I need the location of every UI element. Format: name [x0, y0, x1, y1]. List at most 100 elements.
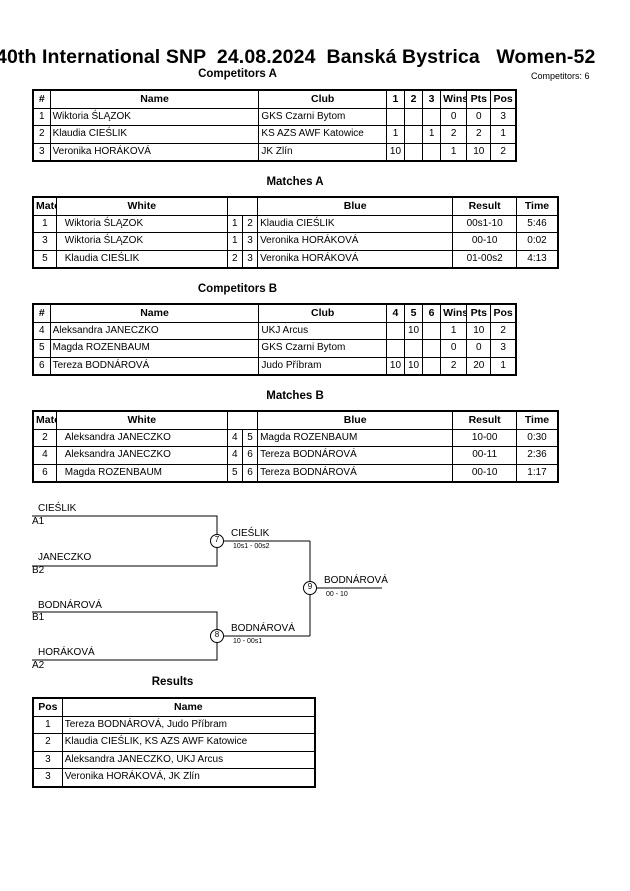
col-header: Blue	[257, 196, 454, 216]
matches-b-heading: Matches B	[266, 390, 324, 402]
bracket-source: A2	[32, 660, 45, 671]
col-header-spacer	[227, 410, 258, 430]
table-row: 6 Magda ROZENBAUM 5 6 Tereza BODNÁROVÁ 0…	[32, 463, 559, 483]
col-header: Result	[452, 196, 517, 216]
col-header: White	[55, 196, 228, 216]
table-row: 3 Veronika HORÁKOVÁ JK Zlín 10 1 10 2	[32, 142, 517, 162]
competitors-a-heading: Competitors A	[198, 68, 277, 80]
col-header: Time	[516, 410, 559, 430]
col-header: Name	[49, 89, 260, 109]
match-9-circle	[303, 581, 317, 595]
cell: Veronika HORÁKOVÁ	[49, 142, 260, 162]
cell: 2	[440, 356, 468, 376]
table-header-row: Pos Name	[32, 697, 316, 717]
col-header: Club	[258, 89, 387, 109]
match-7-circle	[210, 534, 224, 548]
competitors-a-table: # Name Club 1 2 3 Wins Pts Pos 1 Wiktori…	[32, 89, 517, 162]
col-header: White	[55, 410, 228, 430]
match-8-circle	[210, 629, 224, 643]
matches-a-heading: Matches A	[266, 176, 324, 188]
cell: 6	[241, 463, 259, 483]
cell: 6	[32, 463, 57, 483]
competitors-b-table: # Name Club 4 5 6 Wins Pts Pos 4 Aleksan…	[32, 303, 517, 376]
table-row: 1 Wiktoria ŚLĄZOK 1 2 Klaudia CIEŚLIK 00…	[32, 214, 559, 233]
bracket-winner: CIEŚLIK	[231, 528, 270, 539]
bracket-name: JANECZKO	[38, 552, 92, 563]
cell: 10	[466, 142, 492, 162]
matches-b-table: Match White Blue Result Time 2 Aleksandr…	[32, 410, 559, 483]
matches-a-table: Match White Blue Result Time 1 Wiktoria …	[32, 196, 559, 269]
results-table: Pos Name 1 Tereza BODNÁROVÁ, Judo Příbra…	[32, 697, 316, 788]
cell: 10	[385, 142, 406, 162]
cell: 2	[32, 125, 51, 144]
cell: Tereza BODNÁROVÁ	[257, 463, 454, 483]
cell: Klaudia CIEŚLIK, KS AZS AWF Katowice	[61, 733, 316, 752]
table-header-row: Match White Blue Result Time	[32, 196, 559, 216]
col-header: Match	[32, 196, 57, 216]
col-header: Name	[49, 303, 260, 323]
table-row: 2 Klaudia CIEŚLIK, KS AZS AWF Katowice	[32, 733, 316, 752]
col-header: Pos	[32, 697, 63, 717]
table-header-row: # Name Club 4 5 6 Wins Pts Pos	[32, 303, 517, 323]
col-header: Time	[516, 196, 559, 216]
col-header: #	[32, 89, 51, 109]
cell: Veronika HORÁKOVÁ, JK Zlín	[61, 768, 316, 787]
cell: 5	[32, 249, 57, 269]
col-header: Wins	[440, 89, 468, 109]
cell: 6	[32, 356, 51, 376]
col-header: Pos	[490, 89, 517, 109]
table-row: 1 Tereza BODNÁROVÁ, Judo Příbram	[32, 715, 316, 734]
col-header: Pos	[490, 303, 517, 323]
bracket-name: CIEŚLIK	[38, 503, 77, 514]
table-row: 6 Tereza BODNÁROVÁ Judo Příbram 10 10 2 …	[32, 356, 517, 376]
bracket-winner: BODNÁROVÁ	[231, 623, 295, 634]
cell: 2	[490, 142, 517, 162]
bracket-name: BODNÁROVÁ	[38, 600, 102, 611]
results-heading: Results	[151, 676, 194, 688]
col-header: Match	[32, 410, 57, 430]
cell: 3	[241, 249, 259, 269]
cell: 4:13	[516, 249, 559, 269]
bracket-source: B1	[32, 612, 45, 623]
cell: Magda ROZENBAUM	[55, 463, 228, 483]
table-header-row: # Name Club 1 2 3 Wins Pts Pos	[32, 89, 517, 109]
bracket-final-winner: BODNÁROVÁ	[324, 575, 388, 586]
cell: Aleksandra JANECZKO, UKJ Arcus	[61, 750, 316, 769]
cell: 1	[32, 715, 63, 734]
cell: 00-10	[452, 463, 517, 483]
cell: Tereza BODNÁROVÁ, Judo Příbram	[61, 715, 316, 734]
col-header-spacer	[227, 196, 258, 216]
cell: 1	[490, 125, 517, 144]
table-row: 3 Veronika HORÁKOVÁ, JK Zlín	[32, 768, 316, 787]
bracket-source: A1	[32, 516, 45, 527]
table-row: 5 Klaudia CIEŚLIK 2 3 Veronika HORÁKOVÁ …	[32, 249, 559, 269]
col-header: Result	[452, 410, 517, 430]
match-number: 9	[307, 582, 313, 591]
match-number: 8	[214, 630, 220, 639]
cell: 2	[32, 733, 63, 752]
cell: 3	[32, 142, 51, 162]
bracket-name: HORÁKOVÁ	[38, 647, 95, 658]
table-row: 2 Klaudia CIEŚLIK KS AZS AWF Katowice 1 …	[32, 125, 517, 144]
cell: 3	[32, 750, 63, 769]
cell: 01-00s2	[452, 249, 517, 269]
cell: 3	[32, 768, 63, 787]
col-header: #	[32, 303, 51, 323]
bracket-source: B2	[32, 565, 45, 576]
bracket-final-result: 00 - 10	[326, 591, 348, 598]
page-title: 40th International SNP 24.08.2024 Banská…	[0, 46, 596, 68]
cell: Veronika HORÁKOVÁ	[257, 249, 454, 269]
table-row: 1 Wiktoria ŚLĄZOK GKS Czarni Bytom 0 0 3	[32, 107, 517, 126]
cell: Tereza BODNÁROVÁ	[49, 356, 260, 376]
table-header-row: Match White Blue Result Time	[32, 410, 559, 430]
col-header: Wins	[440, 303, 468, 323]
competitors-count: Competitors: 6	[531, 71, 590, 81]
bracket-result: 10 - 00s1	[233, 638, 263, 645]
col-header: Pts	[466, 89, 492, 109]
cell: 1:17	[516, 463, 559, 483]
cell: 1	[490, 356, 517, 376]
col-header: Name	[61, 697, 316, 717]
table-row: 3 Aleksandra JANECZKO, UKJ Arcus	[32, 750, 316, 769]
match-number: 7	[214, 535, 220, 544]
